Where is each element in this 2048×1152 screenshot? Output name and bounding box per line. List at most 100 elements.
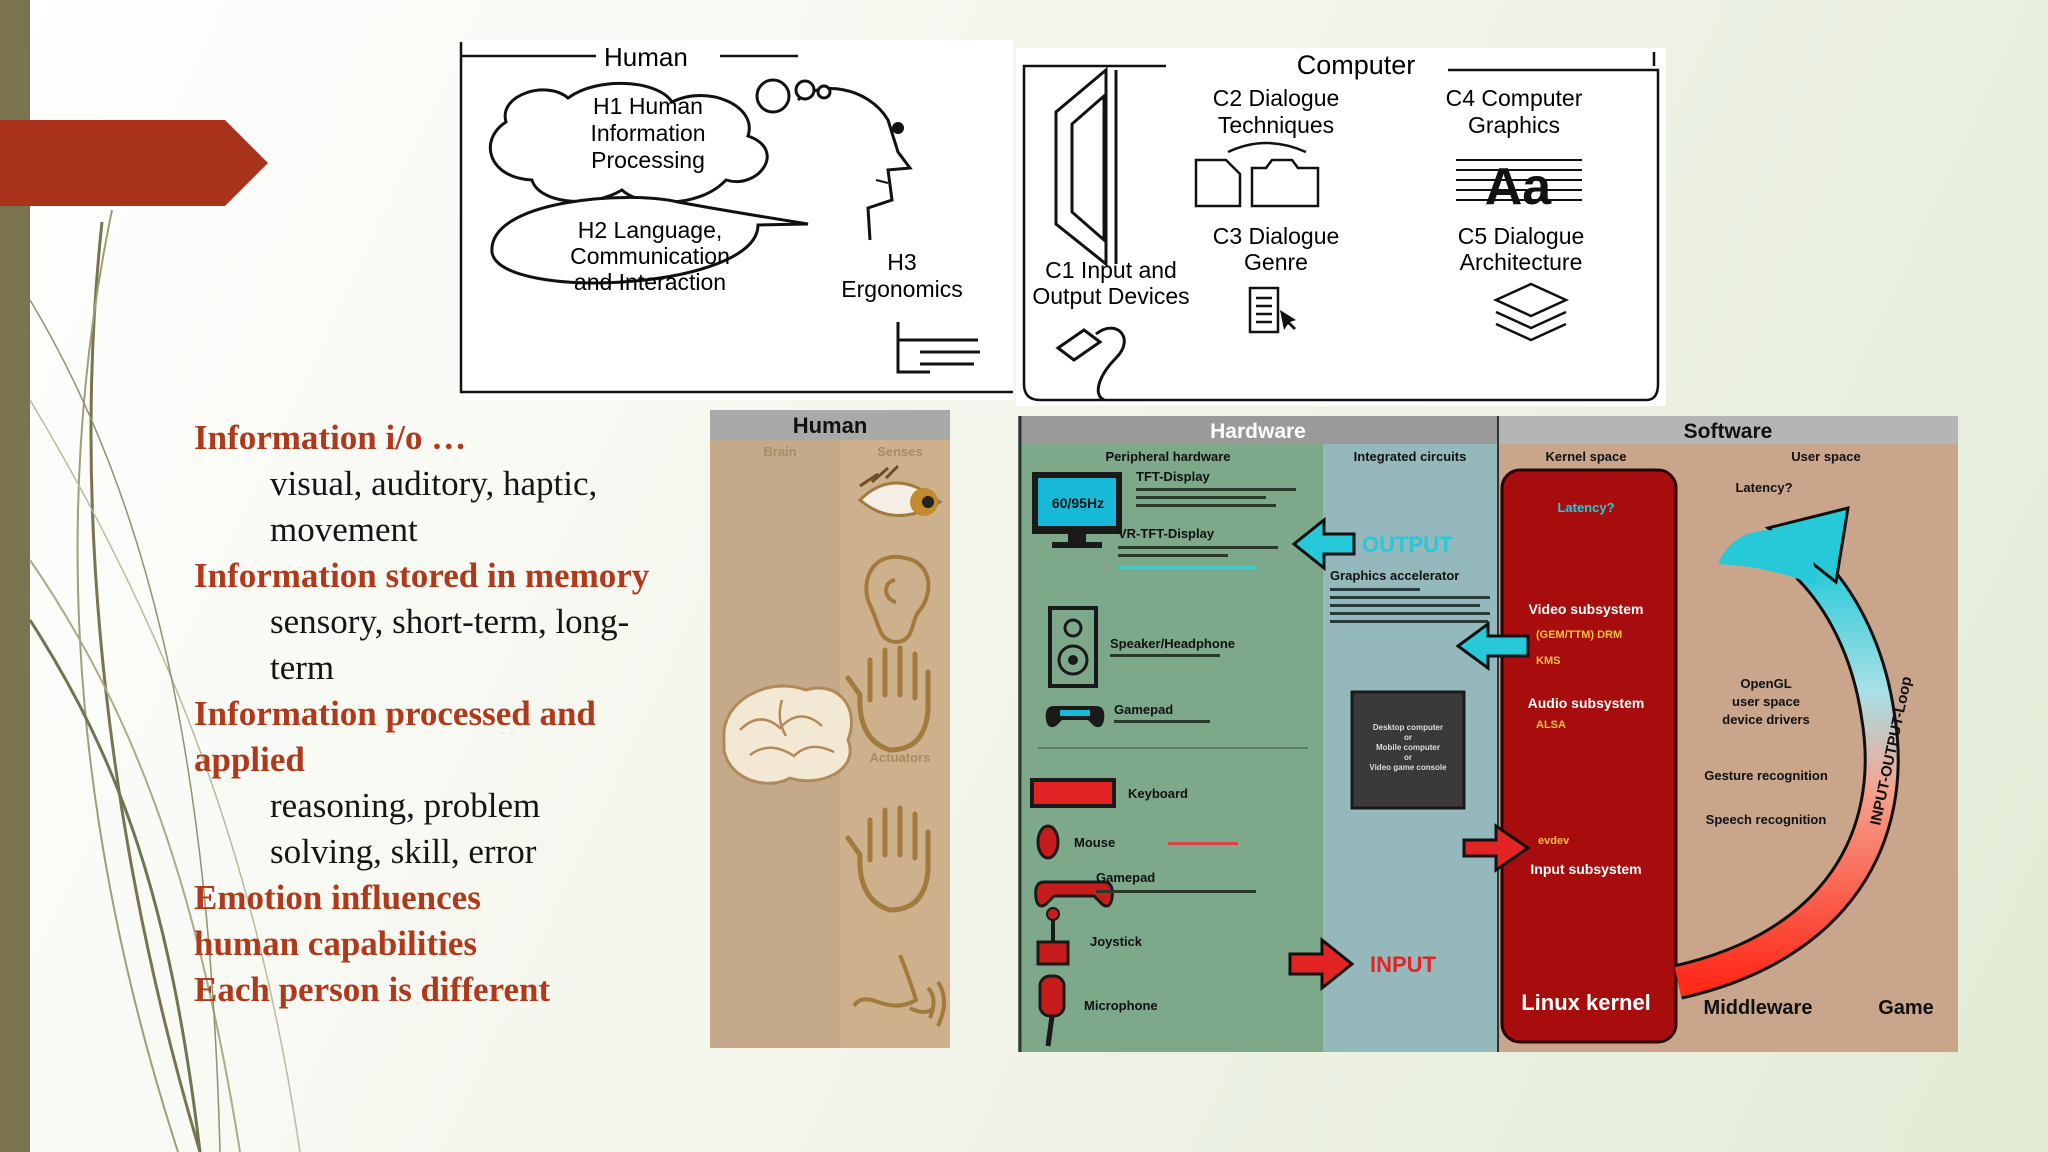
c5-label: Architecture (1460, 249, 1583, 275)
actuators-label: Actuators (870, 750, 931, 765)
keyboard-label: Keyboard (1128, 786, 1188, 801)
human-diagram-panel: Human H1 Human Information Processing H2… (458, 40, 1013, 400)
bullet-sub: visual, auditory, haptic, (270, 464, 598, 503)
h2-label: Communication (570, 243, 730, 269)
input-arrow (1288, 936, 1355, 992)
bullet-heading: Each person is different (194, 970, 551, 1009)
video-output-arrow (1455, 621, 1530, 671)
peripheral-label: Peripheral hardware (1106, 449, 1231, 464)
joystick-icon (1036, 907, 1070, 966)
desktop-computer-box (1350, 690, 1466, 810)
folder-transfer-icon (1194, 141, 1320, 208)
userspace-latency-label: Latency? (1735, 480, 1792, 495)
user-space-label: User space (1791, 449, 1860, 464)
keyboard-icon (1030, 778, 1116, 808)
audio-subsystem-label: Audio subsystem (1528, 695, 1645, 711)
io-loop-band (1674, 555, 1897, 997)
middleware-label: Middleware (1704, 997, 1813, 1019)
c2-label: C2 Dialogue (1213, 85, 1340, 111)
human-senses-panel: Human Brain Senses Actuators (710, 410, 950, 1048)
microphone-icon (1038, 974, 1066, 1047)
opengl-label: device drivers (1722, 712, 1809, 727)
microphone-label: Microphone (1084, 998, 1158, 1013)
bullet-heading: human capabilities (194, 924, 477, 963)
opengl-label: OpenGL (1740, 676, 1791, 691)
input-label: INPUT (1370, 952, 1437, 977)
h1-label: Information (590, 120, 705, 146)
cursor-icon (1280, 310, 1296, 330)
h1-label: Processing (591, 147, 705, 173)
integrated-label: Integrated circuits (1354, 449, 1467, 464)
display-icon (1032, 472, 1122, 548)
speech-recognition-label: Speech recognition (1706, 812, 1827, 827)
c1-label: C1 Input and (1045, 257, 1177, 283)
monitor-icon (1054, 66, 1118, 268)
h2-label: and Interaction (574, 269, 726, 295)
info-bullet-list: Information i/o … visual, auditory, hapt… (194, 415, 714, 1013)
swoosh-decoration (28, 209, 301, 1152)
human-panel-title: Human (793, 413, 868, 438)
mouth-voice-icon (852, 954, 946, 1027)
opengl-label: user space (1732, 694, 1800, 709)
h3-label: H3 (887, 249, 916, 275)
gesture-recognition-label: Gesture recognition (1704, 768, 1828, 783)
brain-icon (722, 684, 853, 785)
output-arrow (1291, 516, 1356, 572)
kms-label: KMS (1536, 655, 1560, 667)
computer-diagram-panel: Computer C2 Dialogue Techniques C4 Compu… (1016, 48, 1666, 406)
c5-label: C5 Dialogue (1458, 223, 1585, 249)
output-label: OUTPUT (1362, 532, 1453, 557)
h2-label: H2 Language, (578, 217, 723, 243)
svg-text:Aa: Aa (1485, 158, 1553, 216)
speaker-label: Speaker/Headphone (1110, 636, 1235, 651)
gamepad-red-icon (1034, 880, 1114, 908)
document-icon (1248, 286, 1280, 334)
hardware-title: Hardware (1210, 420, 1306, 443)
h3-label: Ergonomics (841, 276, 962, 302)
h1-label: H1 Human (593, 93, 703, 119)
game-label: Game (1878, 997, 1934, 1019)
hand-touch-icon (845, 645, 931, 753)
evdev-label: evdev (1538, 835, 1570, 847)
desktop-label: Video game console (1369, 763, 1447, 772)
c1-label: Output Devices (1032, 283, 1189, 309)
brain-label: Brain (763, 444, 796, 459)
c3-label: C3 Dialogue (1213, 223, 1340, 249)
bullet-heading: Information processed and (194, 694, 596, 733)
desktop-label: Desktop computer (1373, 723, 1443, 732)
display-rate-label: 60/95Hz (1052, 495, 1104, 511)
drm-label: (GEM/TTM) DRM (1536, 629, 1622, 641)
bullet-sub: movement (270, 510, 418, 549)
head-profile-icon (796, 87, 913, 241)
software-title: Software (1684, 420, 1773, 443)
h1-cloud-shape (488, 81, 769, 204)
bullet-heading: Emotion influences (194, 878, 481, 917)
gamepad-label: Gamepad (1114, 702, 1173, 717)
alsa-label: ALSA (1536, 719, 1566, 731)
bullet-sub: solving, skill, error (270, 832, 537, 871)
mouse-icon (1036, 824, 1060, 860)
input-event-arrow (1462, 823, 1531, 873)
speaker-icon (1048, 606, 1098, 688)
vr-tft-display-label: VR-TFT-Display (1118, 526, 1215, 541)
ear-icon (864, 554, 931, 645)
h2-speech-bubble (490, 195, 809, 285)
desktop-label: or (1404, 753, 1412, 762)
hand-actuator-icon (845, 805, 931, 913)
human-diagram-title: Human (604, 42, 688, 72)
bullet-sub: reasoning, problem (270, 786, 541, 825)
joystick-label: Joystick (1090, 934, 1143, 949)
c4-label: Graphics (1468, 112, 1560, 138)
hardware-software-panel: Hardware Software Peripheral hardware In… (1018, 416, 1958, 1052)
layers-icon (1492, 282, 1570, 342)
desktop-label: Mobile computer (1376, 743, 1440, 752)
title-tab-shape (0, 120, 268, 206)
kernel-latency-label: Latency? (1557, 500, 1614, 515)
bullet-heading: Information stored in memory (194, 556, 650, 595)
kernel-space-label: Kernel space (1546, 449, 1627, 464)
senses-label: Senses (877, 444, 923, 459)
desktop-label: or (1404, 733, 1412, 742)
graphics-accelerator-label: Graphics accelerator (1330, 568, 1459, 583)
bullet-heading: applied (194, 740, 305, 779)
gamepad-label: Gamepad (1096, 870, 1155, 885)
